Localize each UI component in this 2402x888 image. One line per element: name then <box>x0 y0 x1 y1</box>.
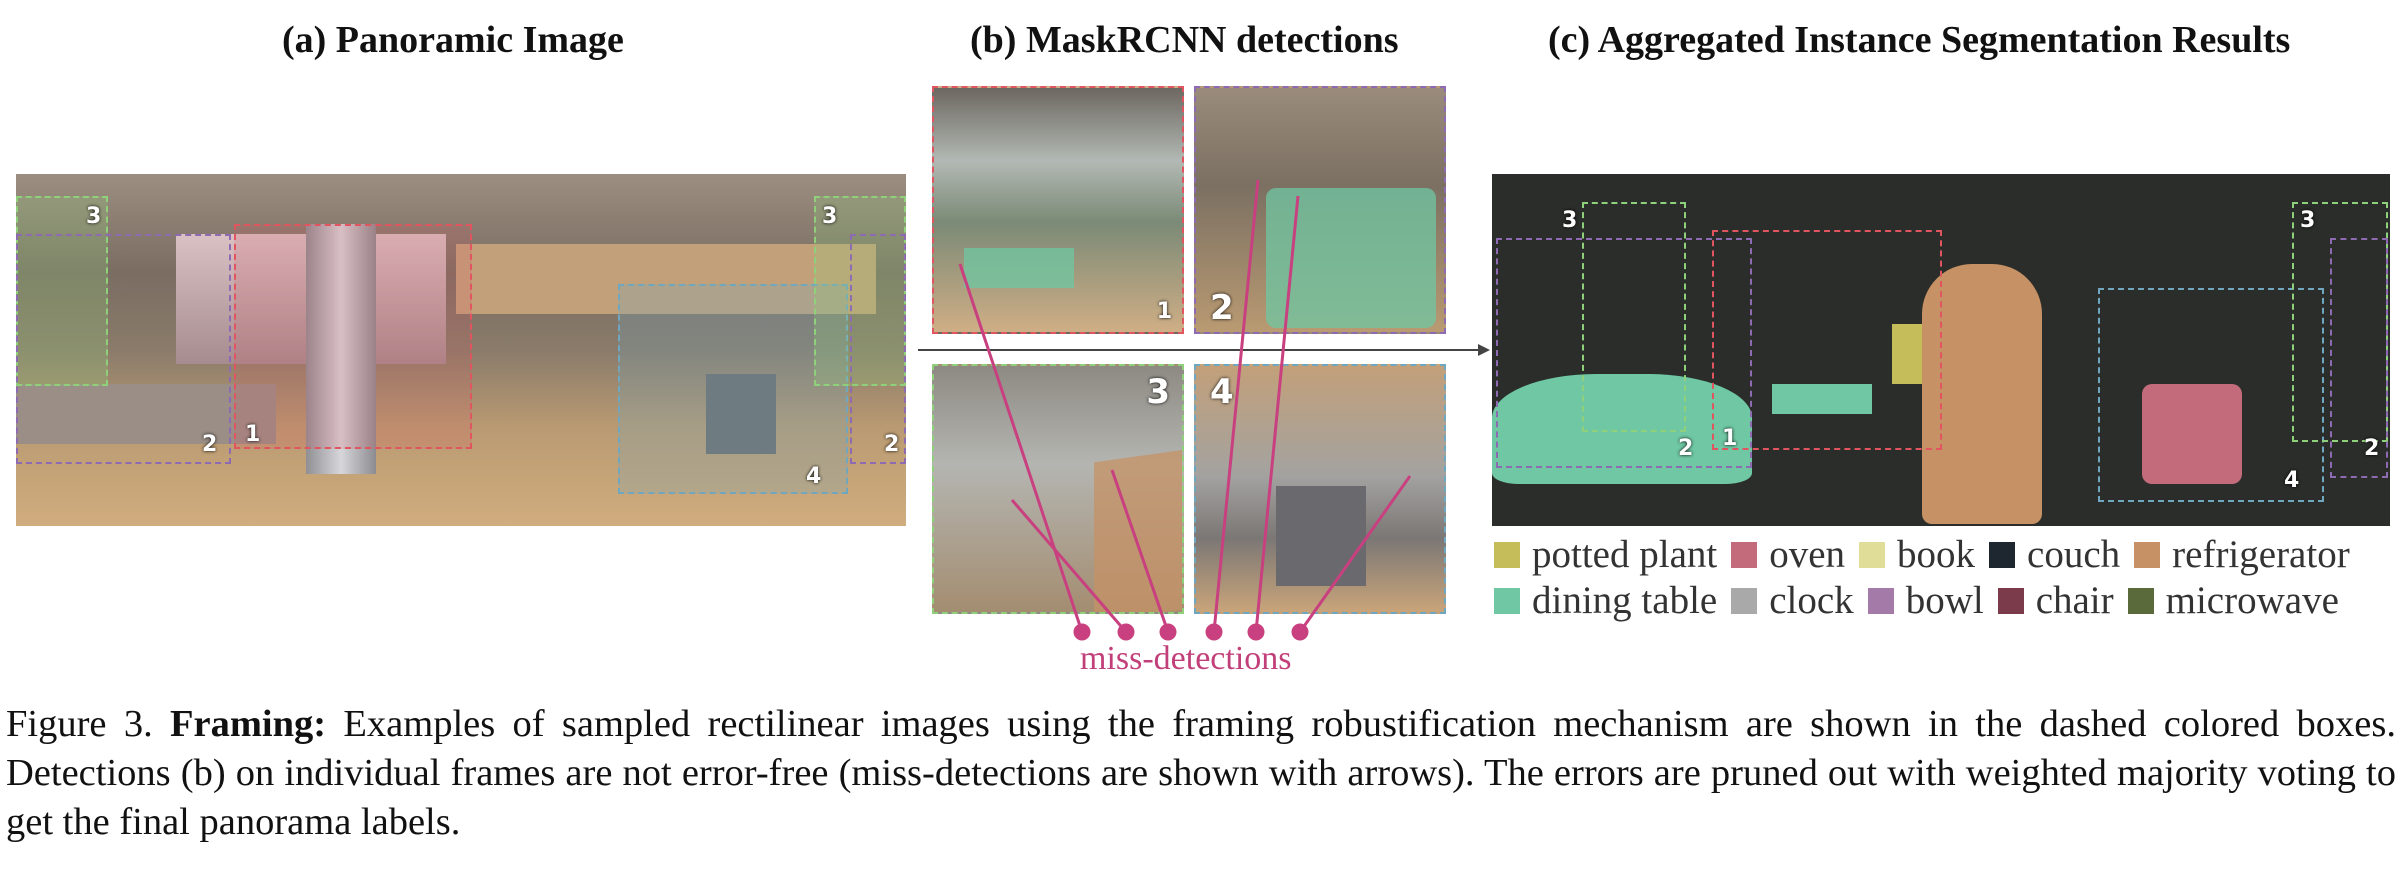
legend-dining-table: dining table <box>1494 578 1717 623</box>
panel-connector-arrow <box>918 344 1490 356</box>
frame-box-4 <box>618 284 848 494</box>
dining-table-mask <box>964 248 1074 288</box>
seg-frame-number-2: 2 <box>2364 436 2380 461</box>
potted-plant-segment <box>1892 324 1922 384</box>
seg-frame-number-1: 1 <box>1722 426 1738 451</box>
frame-number-4: 4 <box>1210 372 1234 412</box>
chair-segment <box>1772 384 1872 414</box>
miss-detection-lines <box>958 179 1412 641</box>
legend-swatch <box>1731 587 1758 614</box>
detection-frame-1: 1 <box>932 86 1184 334</box>
seg-frame-box-2-left <box>1496 238 1752 468</box>
oven <box>706 374 776 454</box>
legend-label: clock <box>1769 579 1854 622</box>
legend-swatch <box>1494 587 1520 614</box>
caption-bold: Framing: <box>170 703 327 745</box>
legend-refrigerator: refrigerator <box>2134 532 2350 577</box>
frame-box-3-left <box>16 196 108 386</box>
legend-swatch <box>1989 541 2016 568</box>
legend-clock: clock <box>1731 578 1854 623</box>
frame-box-2-right <box>850 234 906 464</box>
frame-number-3: 3 <box>822 204 838 229</box>
counter <box>16 384 276 444</box>
oven-segment <box>2142 384 2242 484</box>
seg-frame-box-1 <box>1712 230 1942 450</box>
caption-prefix: Figure 3. <box>6 703 170 745</box>
seg-frame-number-3: 3 <box>2300 208 2316 233</box>
fridge <box>306 224 376 474</box>
frame-number-2: 2 <box>884 432 900 457</box>
legend-row-1: potted plant oven book couch refrigerato… <box>1494 532 2364 577</box>
frame-number-3: 3 <box>1146 372 1170 412</box>
miss-dot <box>1291 623 1309 641</box>
legend-swatch <box>1867 587 1894 614</box>
legend-label: bowl <box>1905 579 1984 622</box>
detection-frame-3: 3 <box>932 364 1184 614</box>
legend-microwave: microwave <box>2127 578 2339 623</box>
legend-row-2: dining table clock bowl chair microwave <box>1494 578 2353 623</box>
miss-detections-label: miss-detections <box>1080 640 1292 677</box>
legend-label: microwave <box>2165 579 2339 622</box>
legend-label: oven <box>1769 533 1846 576</box>
panel-c-title: (c) Aggregated Instance Segmentation Res… <box>1548 19 2291 61</box>
miss-dot <box>1117 623 1135 641</box>
legend-swatch <box>1859 541 1886 568</box>
legend-label: refrigerator <box>2172 533 2350 576</box>
legend-bowl: bowl <box>1867 578 1984 623</box>
legend-swatch <box>1494 541 1520 568</box>
miss-dot <box>1247 623 1265 641</box>
legend-swatch <box>2127 587 2154 614</box>
panel-b-title: (b) MaskRCNN detections <box>970 19 1399 61</box>
frame-box-1 <box>234 224 472 449</box>
frame-number-1: 1 <box>245 422 261 447</box>
miss-dot <box>1073 623 1091 641</box>
detection-frame-2: 2 <box>1194 86 1446 334</box>
legend-chair: chair <box>1997 578 2114 623</box>
caption-text: Examples of sampled rectilinear images u… <box>6 703 2396 843</box>
seg-frame-number-4: 4 <box>2284 468 2300 493</box>
miss-dot <box>1159 623 1177 641</box>
legend-potted-plant: potted plant <box>1494 532 1717 577</box>
legend-label: potted plant <box>1532 533 1718 576</box>
counter-mask <box>1266 188 1436 328</box>
legend-swatch <box>1997 587 2024 614</box>
frame-number-2: 2 <box>1210 288 1234 328</box>
legend-swatch <box>2134 541 2161 568</box>
legend-label: book <box>1897 533 1976 576</box>
legend-oven: oven <box>1731 532 1845 577</box>
figure-caption: Figure 3. Framing: Examples of sampled r… <box>6 700 2396 847</box>
seg-frame-number-2: 2 <box>1678 436 1694 461</box>
seg-frame-box-4 <box>2098 288 2324 502</box>
legend-label: chair <box>2035 579 2114 622</box>
miss-dot <box>1205 623 1223 641</box>
dining-table-segment <box>1492 374 1752 484</box>
frame-number-3: 3 <box>86 204 102 229</box>
frame-number-2: 2 <box>202 432 218 457</box>
seg-frame-box-3-left <box>1582 202 1686 432</box>
frame-number-4: 4 <box>806 464 822 489</box>
frame-box-2-left <box>16 234 231 464</box>
seg-frame-box-2-right <box>2330 238 2388 478</box>
oven-region <box>1276 486 1366 586</box>
segmentation-result-image: 3 2 1 4 3 2 <box>1492 174 2390 526</box>
refrigerator-segment <box>1922 264 2042 524</box>
legend-label: dining table <box>1532 579 1718 622</box>
kitchen-cabinets <box>456 244 876 314</box>
panel-a-title: (a) Panoramic Image <box>282 19 624 61</box>
seg-frame-number-3: 3 <box>1562 208 1578 233</box>
frame-number-1: 1 <box>1156 299 1172 324</box>
legend-couch: couch <box>1989 532 2120 577</box>
panorama-image: 3 2 1 4 3 2 <box>16 174 906 526</box>
legend-book: book <box>1859 532 1975 577</box>
legend-label: couch <box>2027 533 2121 576</box>
legend-swatch <box>1731 541 1758 568</box>
